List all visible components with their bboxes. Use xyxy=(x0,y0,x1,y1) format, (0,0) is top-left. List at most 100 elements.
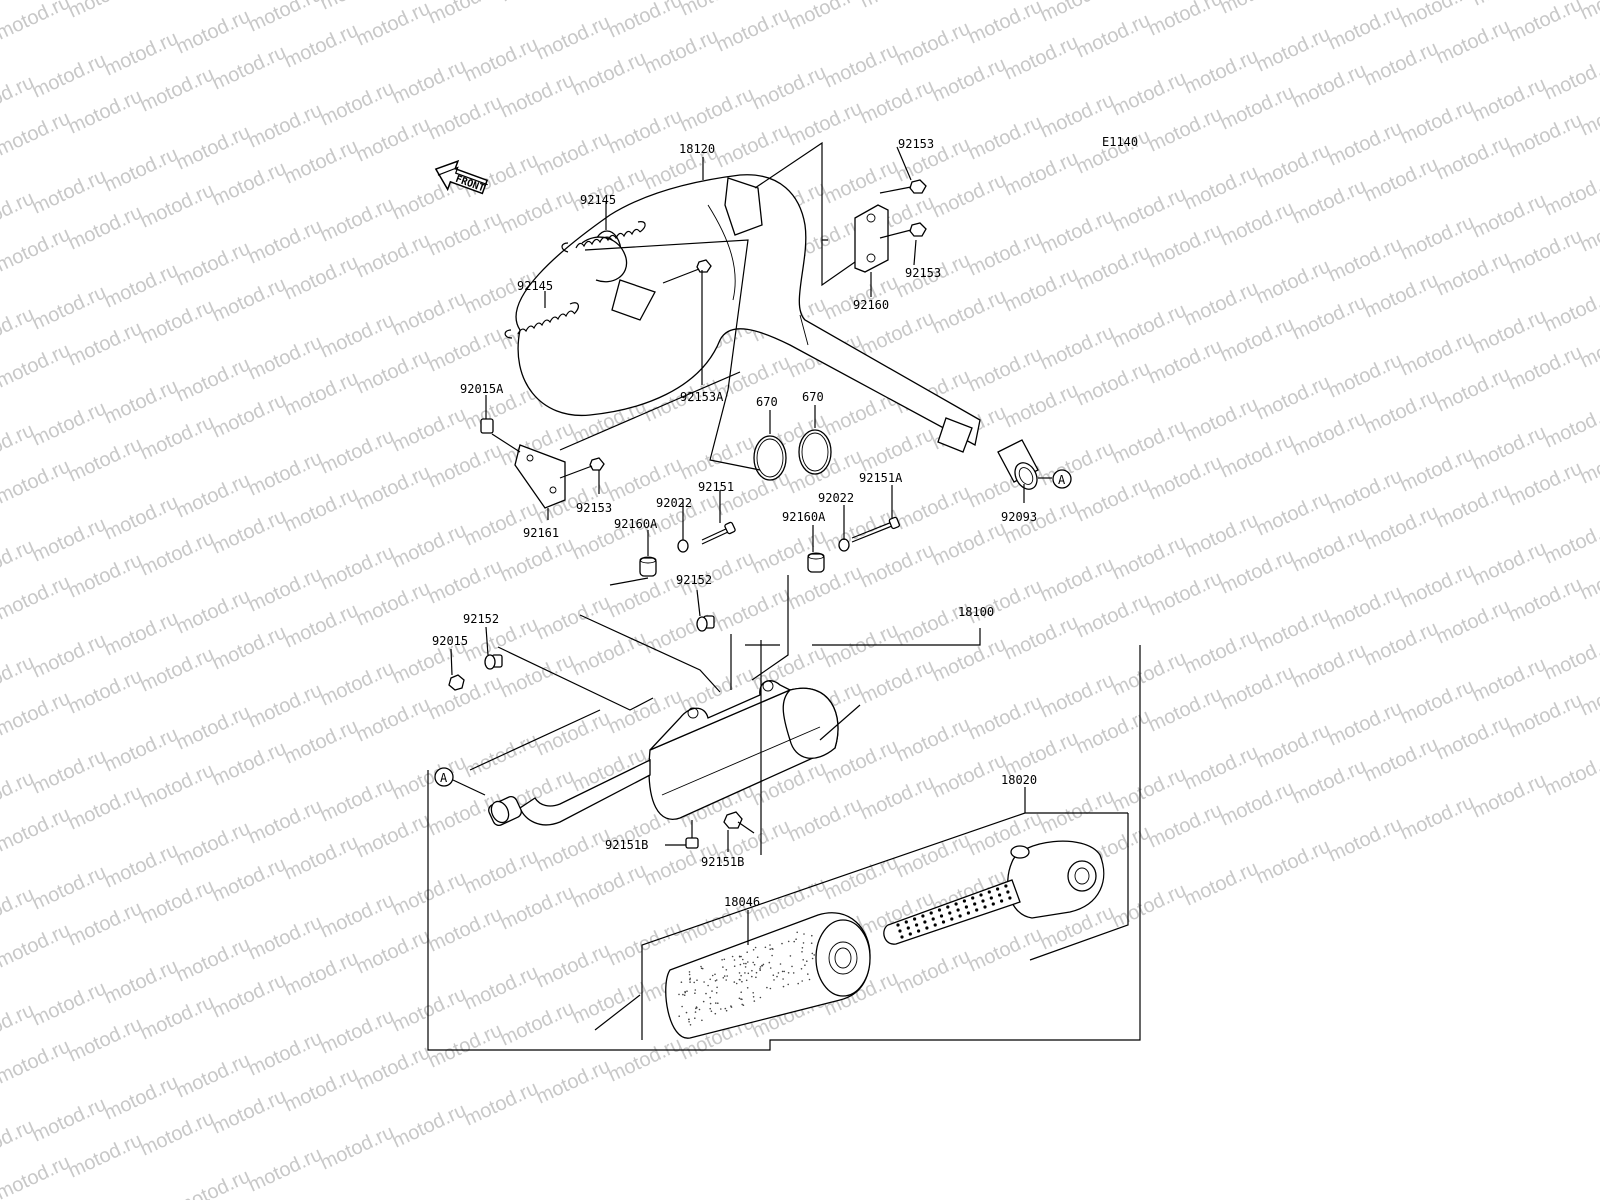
watermark-text: motod.ru xyxy=(425,903,506,956)
watermark-text: motod.ru xyxy=(0,803,74,856)
watermark-text: motod.ru xyxy=(1037,437,1118,490)
watermark-text: motod.ru xyxy=(461,1077,542,1130)
watermark-text: motod.ru xyxy=(1541,631,1600,684)
watermark-text: motod.ru xyxy=(1361,617,1442,670)
watermark-text: motod.ru xyxy=(281,831,362,884)
watermark-text: motod.ru xyxy=(857,423,938,476)
watermark-text: motod.ru xyxy=(1397,559,1478,612)
perforation-hole xyxy=(983,905,987,909)
watermark-text: motod.ru xyxy=(1217,197,1298,250)
packing-speck xyxy=(739,956,741,958)
watermark-text: motod.ru xyxy=(0,651,38,704)
watermark-text: motod.ru xyxy=(1469,653,1550,706)
watermark-text: motod.ru xyxy=(353,345,434,398)
packing-speck xyxy=(742,1004,745,1006)
callout-92160: 92160 xyxy=(853,298,889,312)
watermark-text: motod.ru xyxy=(29,977,110,1030)
packing-speck xyxy=(696,979,698,981)
watermark-text: motod.ru xyxy=(389,867,470,920)
watermark-text: motod.ru xyxy=(1469,421,1550,474)
watermark-text: motod.ru xyxy=(353,577,434,630)
packing-speck xyxy=(695,1006,698,1008)
perforated-tube xyxy=(896,884,1012,939)
packing-speck xyxy=(800,968,803,970)
packing-speck xyxy=(733,981,736,983)
watermark-text: motod.ru xyxy=(317,657,398,710)
watermark-text: motod.ru xyxy=(65,1013,146,1066)
end-cap xyxy=(883,840,1105,945)
watermark-text: motod.ru xyxy=(641,605,722,658)
packing-speck xyxy=(746,987,749,989)
watermark-text: motod.ru xyxy=(245,1143,326,1196)
watermark-text: motod.ru xyxy=(1361,269,1442,322)
perforation-hole xyxy=(933,923,937,927)
watermark-text: motod.ru xyxy=(317,425,398,478)
watermark-text: motod.ru xyxy=(1433,131,1514,184)
watermark-text: motod.ru xyxy=(0,0,74,45)
packing-speck xyxy=(744,966,747,968)
packing-speck xyxy=(746,951,748,953)
watermark-text: motod.ru xyxy=(389,1099,470,1152)
perforation-hole xyxy=(925,926,929,930)
watermark-text: motod.ru xyxy=(65,897,146,950)
packing-speck xyxy=(714,980,717,982)
watermark-text: motod.ru xyxy=(1289,175,1370,228)
watermark-text: motod.ru xyxy=(1001,379,1082,432)
watermark-text: motod.ru xyxy=(29,745,110,798)
watermark-text: motod.ru xyxy=(1325,697,1406,750)
packing-speck xyxy=(755,976,757,979)
perforation-hole xyxy=(1000,899,1004,903)
watermark-text: motod.ru xyxy=(101,259,182,312)
watermark-text: motod.ru xyxy=(353,229,434,282)
perforation-hole xyxy=(1006,890,1010,894)
packing-speck xyxy=(694,1017,696,1019)
watermark-text: motod.ru xyxy=(389,519,470,572)
watermark-text: motod.ru xyxy=(29,281,110,334)
watermark-text: motod.ru xyxy=(425,323,506,376)
packing-speck xyxy=(759,968,761,970)
packing-speck xyxy=(738,997,741,1000)
packing-speck xyxy=(795,938,797,940)
watermark-text: motod.ru xyxy=(29,629,110,682)
perforation-hole xyxy=(898,929,902,933)
watermark-text: motod.ru xyxy=(1577,667,1600,720)
packing-speck xyxy=(726,975,728,977)
watermark-text: motod.ru xyxy=(173,1165,254,1200)
packing-speck xyxy=(782,978,784,980)
packing-speck xyxy=(735,982,738,985)
watermark-text: motod.ru xyxy=(245,679,326,732)
watermark-text: motod.ru xyxy=(1325,581,1406,634)
watermark-text: motod.ru xyxy=(245,99,326,152)
perforation-hole xyxy=(908,932,912,936)
watermark-text: motod.ru xyxy=(173,5,254,58)
watermark-text: motod.ru xyxy=(569,975,650,1028)
watermark-text: motod.ru xyxy=(1109,763,1190,816)
watermark-text: motod.ru xyxy=(353,0,434,51)
watermark-text: motod.ru xyxy=(1217,777,1298,830)
perforation-hole xyxy=(966,911,971,915)
watermark-text: motod.ru xyxy=(245,563,326,616)
packing-speck xyxy=(781,970,784,973)
watermark-text: motod.ru xyxy=(1145,335,1226,388)
watermark-text: motod.ru xyxy=(1397,211,1478,264)
watermark-text: motod.ru xyxy=(1397,95,1478,148)
watermark-text: motod.ru xyxy=(893,713,974,766)
watermark-text: motod.ru xyxy=(1505,109,1586,162)
watermark-text: motod.ru xyxy=(425,439,506,492)
packing-speck xyxy=(755,971,758,974)
watermark-text: motod.ru xyxy=(785,561,866,614)
packing-speck xyxy=(806,960,808,962)
packing-speck xyxy=(801,951,803,953)
watermark-text: motod.ru xyxy=(1397,791,1478,844)
watermark-text: motod.ru xyxy=(569,859,650,912)
watermark-text: motod.ru xyxy=(1361,153,1442,206)
packing-speck xyxy=(715,979,718,981)
watermark-text: motod.ru xyxy=(929,169,1010,222)
packing-speck xyxy=(741,1003,743,1006)
packing-speck xyxy=(716,986,718,989)
watermark-text: motod.ru xyxy=(461,33,542,86)
packing-speck xyxy=(811,952,814,955)
packing-speck xyxy=(733,965,736,967)
watermark-text: motod.ru xyxy=(389,55,470,108)
watermark-text: motod.ru xyxy=(1361,501,1442,554)
